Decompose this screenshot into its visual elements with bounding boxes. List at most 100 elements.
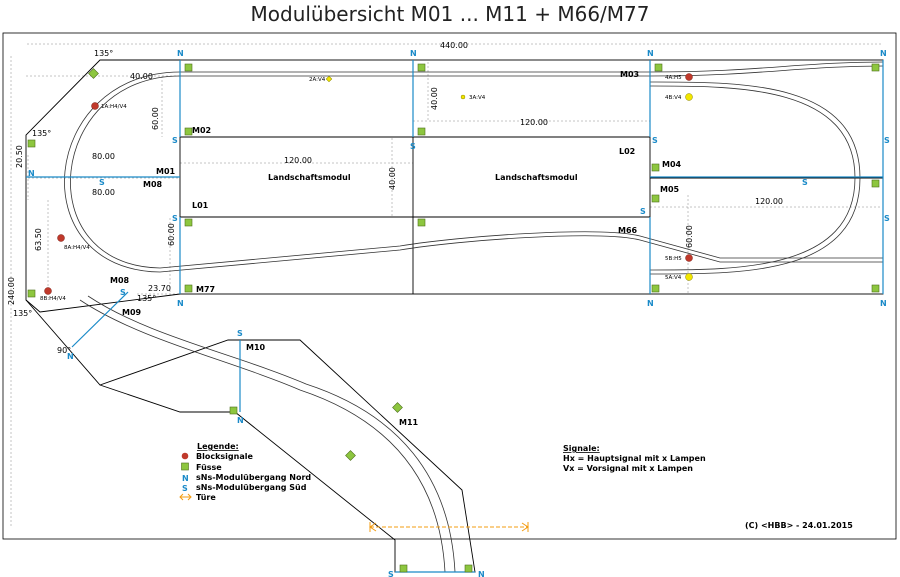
door-marker: [369, 522, 529, 532]
north-marker: N: [410, 49, 417, 58]
south-marker: S: [120, 288, 126, 297]
module-label-m11: M11: [399, 418, 419, 427]
module-label-m77: M77: [196, 285, 215, 294]
dim-label-80b: 80.00: [92, 188, 115, 197]
foot-square: [27, 289, 36, 298]
foot-square: [654, 63, 663, 72]
foot-square: [229, 406, 238, 415]
south-marker: S: [884, 136, 890, 145]
foot-square: [399, 564, 408, 573]
signals-note-line2: Vx = Vorsignal mit x Lampen: [563, 464, 693, 473]
angle-label-top: 135°: [94, 49, 113, 58]
page-title: Modulübersicht M01 ... M11 + M66/M77: [250, 2, 650, 26]
north-marker: N: [647, 49, 654, 58]
south-marker: S: [237, 329, 243, 338]
distant-signal-4b: [685, 93, 693, 101]
module-label-m04: M04: [662, 160, 682, 169]
distant-signal-5a: [685, 273, 693, 281]
legend-item-block: Blocksignale: [196, 452, 253, 461]
distant-signal-2a: [325, 75, 333, 83]
module-label-m03: M03: [620, 70, 639, 79]
signal-label-2a: 2A:V4: [309, 77, 326, 83]
south-marker: S: [652, 136, 658, 145]
foot-square: [392, 402, 403, 413]
north-marker: N: [478, 570, 485, 577]
foot-square: [871, 63, 880, 72]
legend-s-symbol: S: [182, 484, 188, 493]
block-signal-8a: [57, 234, 65, 242]
south-marker: S: [172, 214, 178, 223]
legend-block-icon: [181, 452, 189, 460]
angle-label-m09: 135°: [137, 294, 156, 303]
dim-label-2370: 23.70: [148, 284, 171, 293]
block-signals: [44, 73, 693, 295]
signal-label-5b: 5B:H5: [665, 256, 682, 262]
south-marker: S: [172, 136, 178, 145]
dim-label-40a: 40.00: [130, 72, 153, 81]
signal-label-3a: 3A:V4: [469, 95, 486, 101]
south-marker: S: [388, 570, 394, 577]
track-lines: [64, 61, 884, 573]
foot-square: [184, 63, 193, 72]
south-marker: S: [410, 142, 416, 151]
dim-label-2050: 20.50: [15, 145, 24, 168]
signal-label-1a: 1A:H4/V4: [101, 104, 127, 110]
foot-square: [651, 163, 660, 172]
block-signal-4a: [685, 73, 693, 81]
copyright: (C) <HBB> - 24.01.2015: [745, 521, 853, 530]
legend: Legende: Blocksignale Füsse N sNs-Modulü…: [179, 442, 311, 502]
legend-item-north: sNs-Modulübergang Nord: [196, 473, 311, 482]
signals-note-heading: Signale:: [563, 444, 600, 453]
dim-label-120c: 120.00: [755, 197, 783, 206]
angle-label-left: 135°: [32, 129, 51, 138]
foot-square: [417, 127, 426, 136]
block-signal-8b: [44, 287, 52, 295]
dim-label-440: 440.00: [440, 41, 468, 50]
legend-n-symbol: N: [182, 474, 189, 483]
legend-door-icon: [179, 493, 192, 501]
north-marker: N: [647, 299, 654, 308]
distant-signal-3a: [460, 94, 466, 100]
foot-square: [651, 284, 660, 293]
signals-note: Signale: Hx = Hauptsignal mit x Lampen V…: [563, 444, 706, 473]
dim-label-60b: 60.00: [167, 223, 176, 246]
legend-foot-icon: [181, 462, 189, 471]
dim-label-80a: 80.00: [92, 152, 115, 161]
distant-signals: [325, 75, 693, 281]
foot-square: [464, 564, 473, 573]
module-label-m02: M02: [192, 126, 211, 135]
module-boards: [25, 59, 884, 573]
module-label-l02: L02: [619, 147, 635, 156]
north-marker: N: [177, 49, 184, 58]
legend-item-door: Türe: [196, 493, 216, 502]
signal-label-4a: 4A:H5: [665, 75, 682, 81]
feet-markers: [27, 63, 880, 573]
module-label-m08a: M08: [143, 180, 163, 189]
north-marker: N: [880, 49, 887, 58]
north-marker: N: [880, 299, 887, 308]
north-marker: N: [67, 352, 74, 361]
module-label-m66: M66: [618, 226, 638, 235]
dim-label-120b: 120.00: [520, 118, 548, 127]
dimension-lines: [10, 43, 882, 528]
dim-label-40c: 40.00: [430, 87, 439, 110]
legend-item-foot: Füsse: [196, 463, 222, 472]
south-marker: S: [802, 178, 808, 187]
block-signal-5b: [685, 254, 693, 262]
signals-note-line1: Hx = Hauptsignal mit x Lampen: [563, 454, 706, 463]
module-label-m05: M05: [660, 185, 680, 194]
foot-square: [417, 63, 426, 72]
foot-square: [871, 179, 880, 188]
dim-label-240: 240.00: [7, 277, 16, 305]
dim-label-120a: 120.00: [284, 156, 312, 165]
module-label-m09: M09: [122, 308, 142, 317]
module-label-m08b: M08: [110, 276, 130, 285]
angle-label-90: 90°: [57, 346, 71, 355]
south-marker: S: [99, 178, 105, 187]
dim-label-60a: 60.00: [151, 107, 160, 130]
north-marker: N: [28, 169, 35, 178]
foot-square: [88, 68, 99, 79]
foot-square: [345, 450, 356, 461]
dim-label-60c: 60.00: [685, 225, 694, 248]
